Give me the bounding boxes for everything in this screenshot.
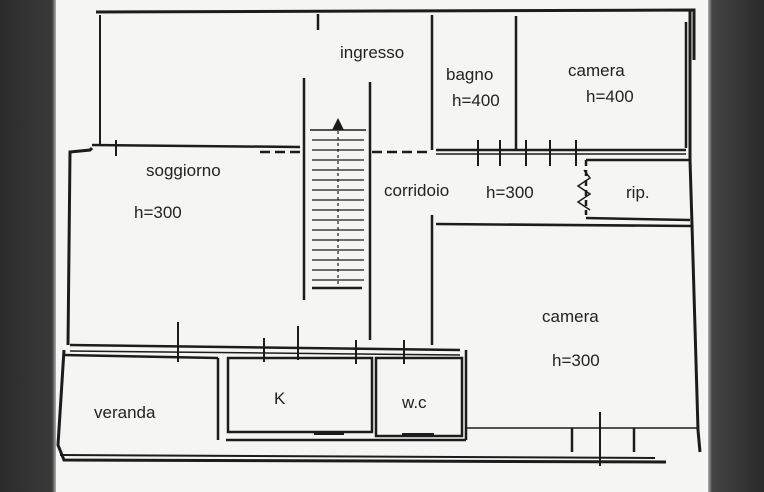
bagno-height: h=400 [452,91,500,110]
wc-label: w.c [401,393,427,412]
stair-arrow-icon [332,118,344,130]
bagno-label: bagno [446,65,493,84]
rip-door-symbol [576,169,592,211]
camera-top-height: h=400 [586,87,634,106]
corridoio-label: corridoio [384,181,449,200]
ripostiglio-label: rip. [626,183,650,202]
cucina-label: K [274,389,286,408]
door-ticks [115,140,601,466]
camera-top-label: camera [568,61,625,80]
camera-bottom-height: h=300 [552,351,600,370]
stair-treads [312,125,364,288]
soggiorno-height: h=300 [134,203,182,222]
soggiorno-label: soggiorno [146,161,221,180]
camera-bottom-label: camera [542,307,599,326]
corridoio-height: h=300 [486,183,534,202]
veranda-label: veranda [94,403,156,422]
interior-walls [63,14,698,452]
ingresso-label: ingresso [340,43,404,62]
paper-sheet [56,0,708,492]
